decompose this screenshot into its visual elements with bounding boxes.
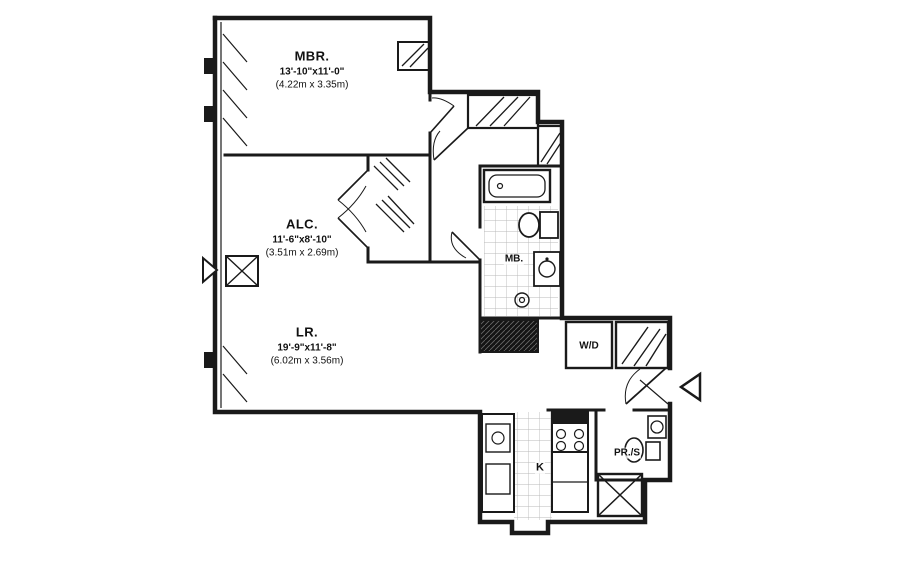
alc-metric: (3.51m x 2.69m) bbox=[265, 247, 339, 259]
window-mullions bbox=[204, 58, 215, 368]
bath-door bbox=[450, 231, 481, 261]
interior-walls bbox=[223, 90, 672, 482]
bath-sink-vanity bbox=[533, 251, 561, 287]
mbr-metric: (4.22m x 3.35m) bbox=[275, 79, 349, 91]
window-wall bbox=[202, 22, 259, 408]
prs-label: PR./S bbox=[612, 442, 642, 463]
bathtub bbox=[482, 168, 552, 204]
floor-drain bbox=[514, 292, 530, 308]
kitchen-tile-floor bbox=[514, 412, 552, 520]
foyer-closet-a bbox=[432, 93, 540, 161]
kitchen-label: K bbox=[535, 457, 545, 478]
mbr-name: MBR. bbox=[294, 48, 330, 64]
washer-dryer-box bbox=[564, 320, 614, 370]
lr-name: LR. bbox=[295, 324, 319, 340]
hall-closet bbox=[614, 320, 670, 370]
entry-arrow-icon bbox=[678, 371, 702, 403]
alc-name: ALC. bbox=[286, 216, 318, 232]
lr-label: LR. 19'-9"x11'-8" (6.02m x 3.56m) bbox=[271, 325, 344, 368]
mbr-dims: 13'-10"x11'-0" bbox=[279, 66, 345, 78]
foyer-closet-b bbox=[536, 124, 564, 168]
shaft-crosshatch-box bbox=[479, 319, 539, 353]
kitchen-corner-closet bbox=[596, 472, 644, 518]
kitchen-right-counter bbox=[551, 451, 589, 513]
mb-name: MB. bbox=[503, 253, 525, 265]
kitchen-range bbox=[551, 411, 589, 453]
mbr-door bbox=[429, 97, 455, 134]
kitchen-left-counter bbox=[481, 413, 515, 513]
window-glazing-marks bbox=[222, 33, 248, 403]
wd-label: W/D bbox=[578, 335, 600, 356]
toilet bbox=[518, 211, 559, 239]
alc-label: ALC. 11'-6"x8'-10" (3.51m x 2.69m) bbox=[266, 217, 339, 260]
prs-name: PR./S bbox=[612, 447, 642, 459]
lr-dims: 19'-9"x11'-8" bbox=[277, 342, 337, 354]
wd-name: W/D bbox=[578, 340, 600, 352]
lr-metric: (6.02m x 3.56m) bbox=[270, 355, 344, 367]
alcove-closet bbox=[337, 157, 415, 249]
powder-sink bbox=[647, 415, 667, 439]
alc-dims: 11'-6"x8'-10" bbox=[272, 234, 332, 246]
wall-marker-triangle bbox=[202, 255, 219, 285]
entry-door bbox=[624, 367, 669, 405]
mb-label: MB. bbox=[503, 248, 525, 269]
mbr-label: MBR. 13'-10"x11'-0" (4.22m x 3.35m) bbox=[276, 49, 349, 92]
kitchen-name: K bbox=[535, 461, 545, 474]
ptac-unit-box bbox=[225, 255, 259, 287]
outer-walls bbox=[212, 15, 673, 536]
mbr-closet bbox=[397, 41, 431, 71]
